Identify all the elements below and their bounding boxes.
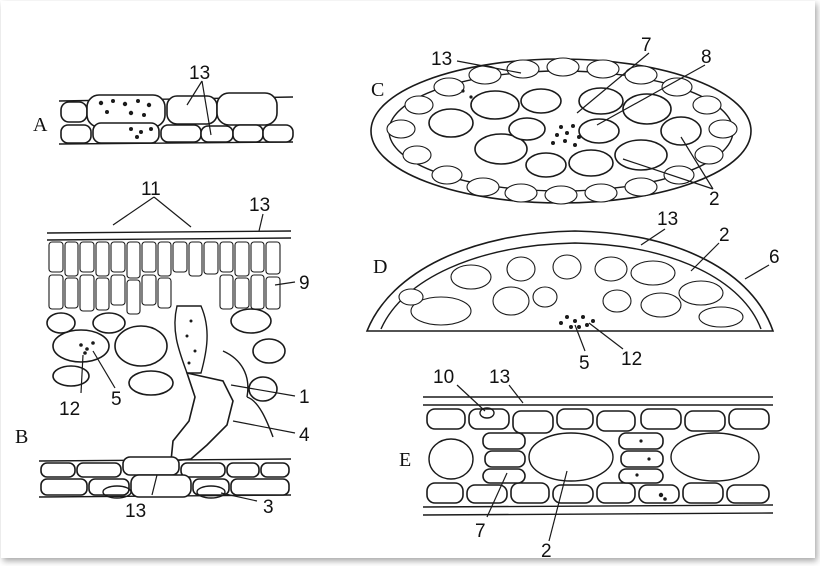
leader-d6 [745, 265, 769, 279]
label-d6: 6 [769, 247, 780, 268]
panel-label-c: C [371, 79, 384, 101]
label-b13-top: 13 [249, 195, 270, 216]
label-b12: 12 [59, 399, 80, 420]
label-d5: 5 [579, 353, 590, 374]
palisade-layer [49, 242, 280, 314]
section-c [371, 53, 751, 204]
label-b13-bottom: 13 [125, 501, 146, 522]
guard-cell-chain [171, 373, 233, 461]
leader-e13 [509, 385, 523, 403]
label-a13: 13 [189, 63, 210, 84]
label-e2: 2 [541, 541, 552, 562]
label-d12: 12 [621, 349, 642, 370]
leader-b4 [233, 421, 295, 433]
label-b11: 11 [141, 179, 161, 200]
label-c8: 8 [701, 47, 712, 68]
panel-label-b: B [15, 426, 28, 448]
label-e10: 10 [433, 367, 454, 388]
label-e7: 7 [475, 521, 486, 542]
e-lower-cells [427, 483, 769, 503]
leader-e10 [457, 385, 485, 411]
air-space-right [671, 433, 759, 481]
label-c13: 13 [431, 49, 452, 70]
leader-b11 [113, 197, 191, 227]
air-space-edge [429, 439, 473, 479]
panel-label-e: E [399, 449, 411, 471]
upper-epidermis [47, 231, 291, 240]
label-b3: 3 [263, 497, 274, 518]
section-d [367, 229, 773, 351]
label-b1: 1 [299, 387, 310, 408]
e-lower-epidermis [423, 505, 773, 515]
panel-label-a: A [33, 114, 48, 136]
label-c7: 7 [641, 35, 652, 56]
e-upper-epidermis [423, 397, 773, 405]
leader-b13top [259, 214, 263, 231]
panel-label-d: D [373, 256, 387, 278]
section-e [423, 385, 773, 541]
label-b5: 5 [111, 389, 122, 410]
label-d13: 13 [657, 209, 678, 230]
label-b9: 9 [299, 273, 310, 294]
section-b [39, 197, 295, 501]
figure-frame: A B C D E 13 11 13 9 12 5 1 4 13 3 13 7 … [1, 1, 815, 558]
vein-channel [175, 306, 207, 373]
e-upper-cells [427, 409, 769, 433]
section-a [59, 81, 293, 144]
air-space-left [529, 433, 613, 481]
label-c2: 2 [709, 189, 720, 210]
label-d2: 2 [719, 225, 730, 246]
label-e13: 13 [489, 367, 510, 388]
label-b4: 4 [299, 425, 310, 446]
leader-b5 [93, 351, 115, 388]
